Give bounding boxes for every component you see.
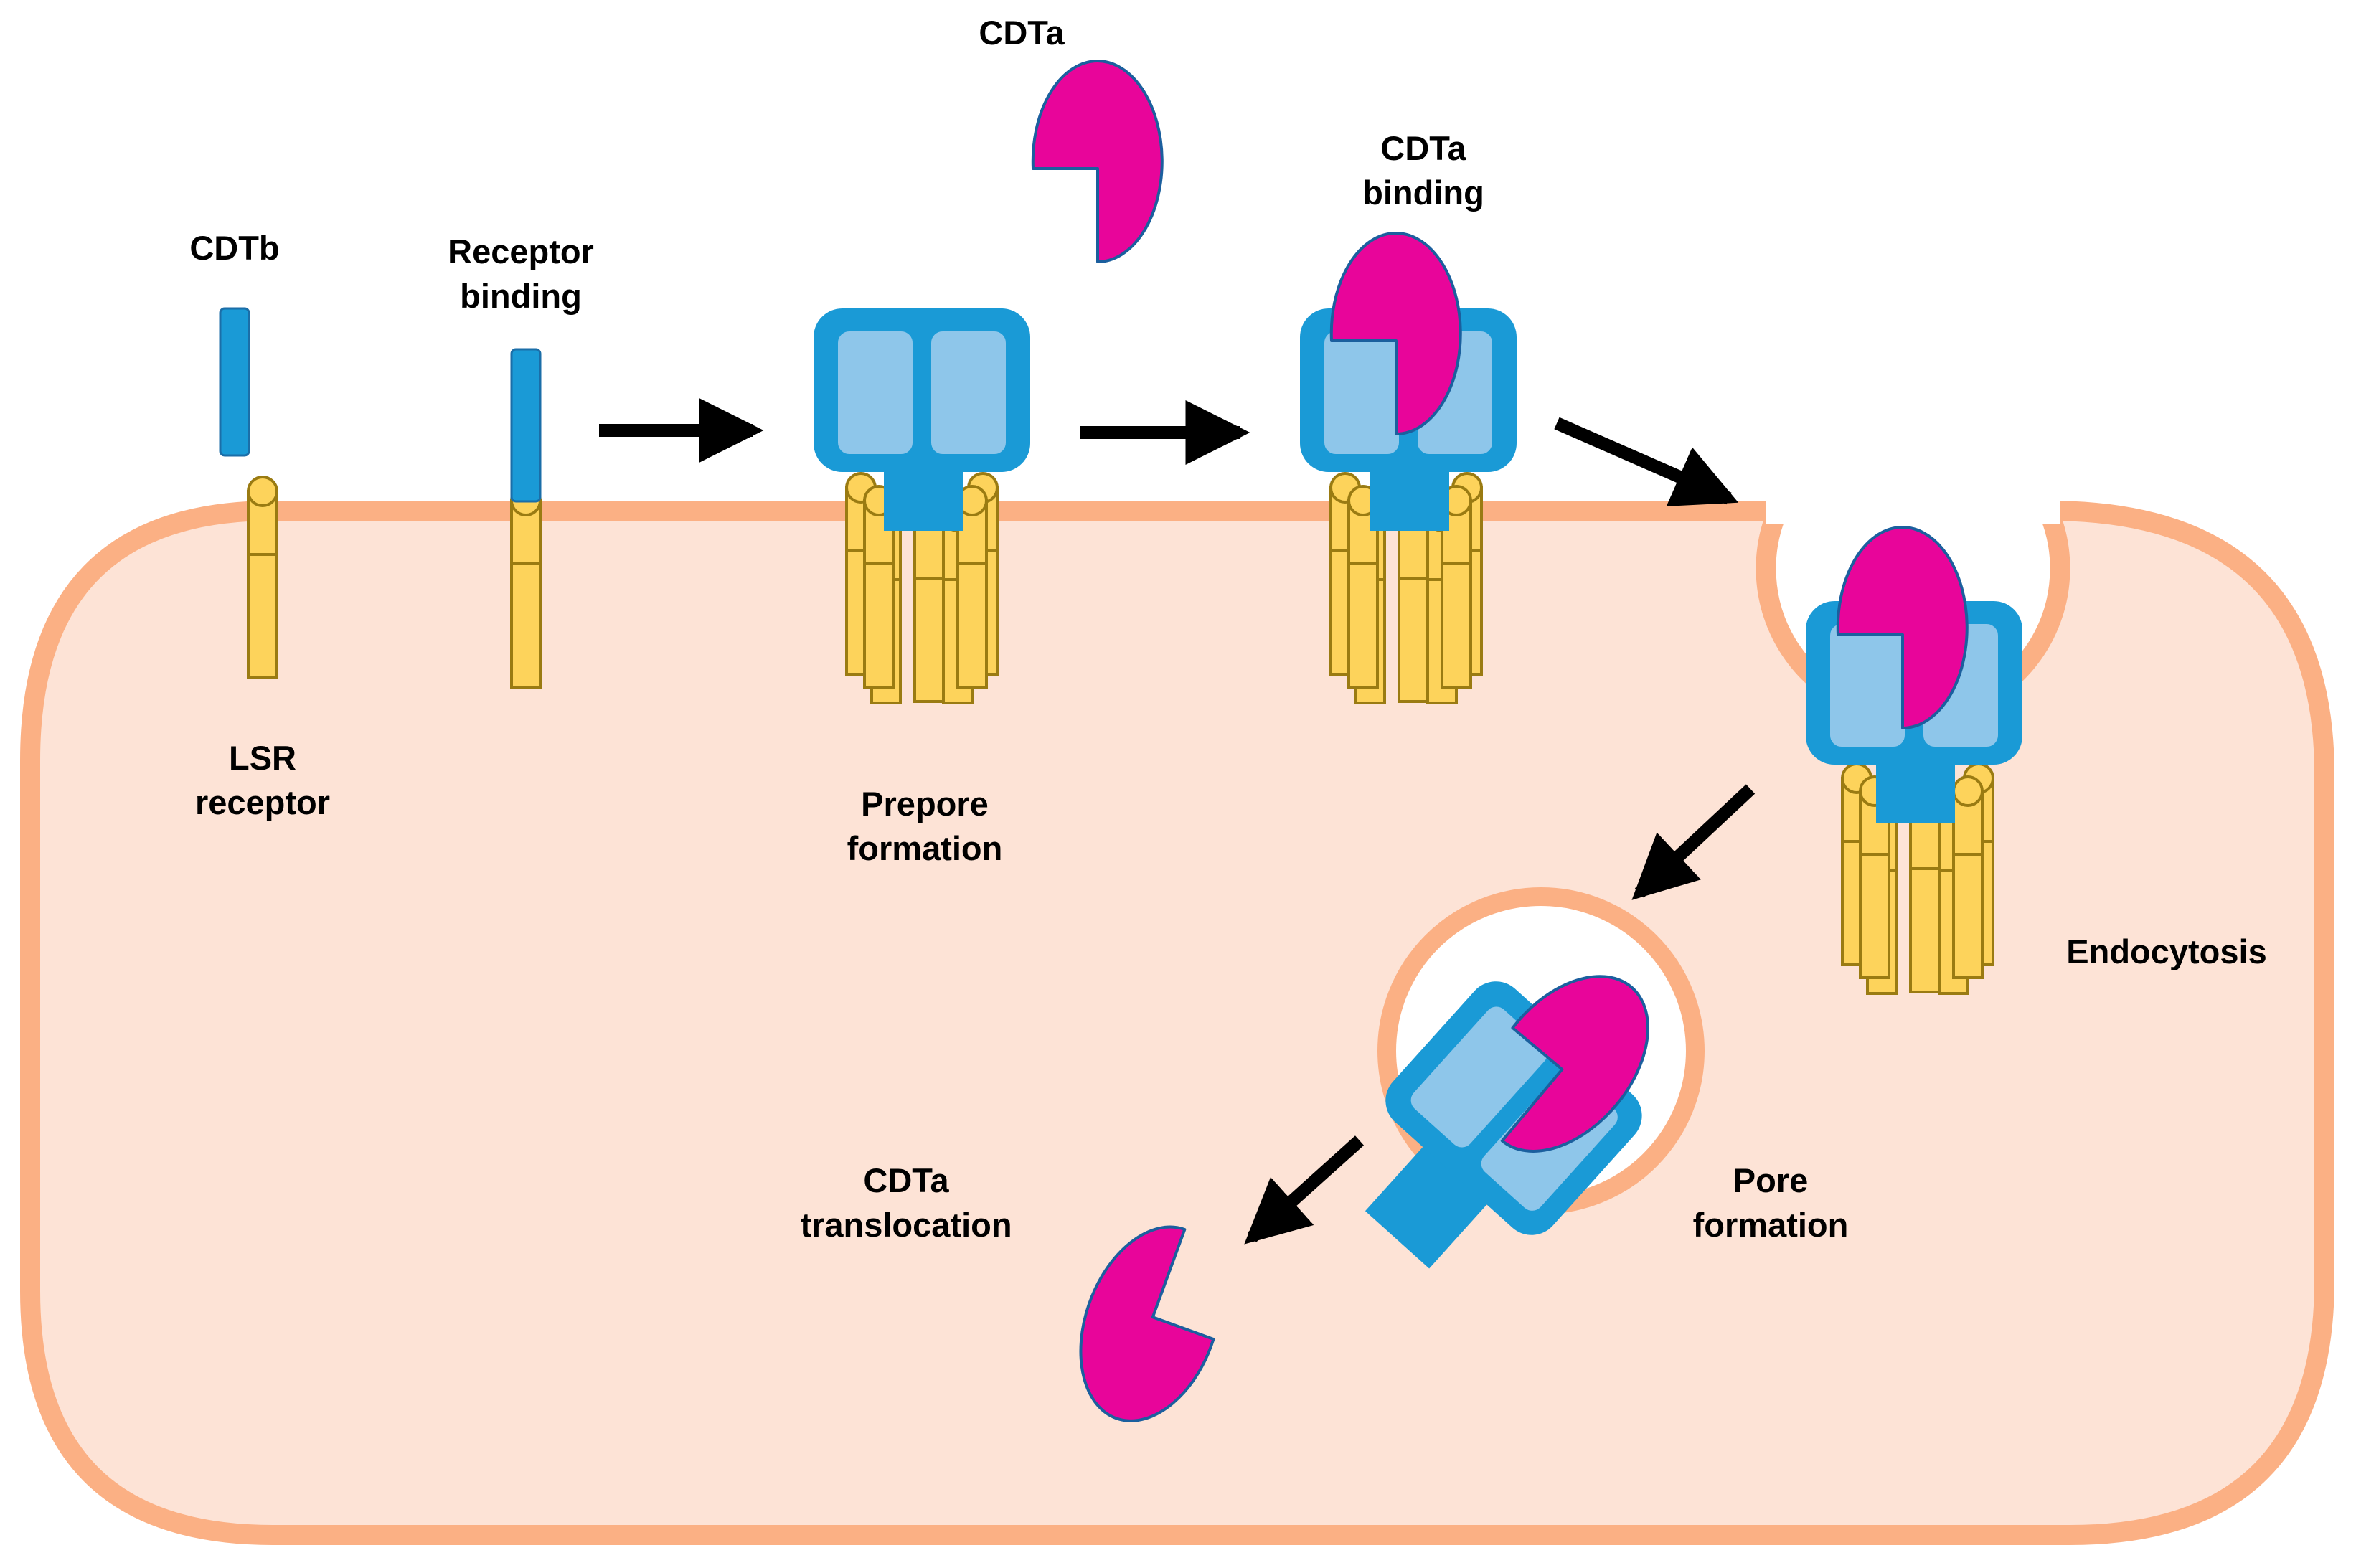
prepore-complex: [812, 307, 1032, 703]
label-prepore-1: Prepore: [861, 785, 989, 823]
label-translocation-1: CDTa: [863, 1161, 949, 1199]
label-cdtb: CDTb: [189, 229, 279, 267]
label-receptor-binding-1: Receptor: [448, 232, 594, 270]
label-lsr-receptor-2: receptor: [195, 783, 330, 821]
arrow-to-endocytosis: [1554, 417, 1739, 506]
label-translocation-2: translocation: [800, 1206, 1012, 1244]
label-pore-formation-2: formation: [1693, 1206, 1849, 1244]
cdtb-monomer: [219, 307, 250, 457]
cdta-free: [1031, 60, 1164, 264]
arrow-to-translocation: [1244, 1135, 1365, 1245]
label-receptor-binding-2: binding: [460, 277, 582, 315]
label-endocytosis: Endocytosis: [2066, 932, 2266, 970]
receptor-bound-cdtb: [510, 348, 542, 689]
label-cdta-binding-2: binding: [1362, 174, 1484, 212]
label-pore-formation-1: Pore: [1733, 1161, 1809, 1199]
label-lsr-receptor-1: LSR: [229, 739, 296, 777]
arrow-to-pore: [1631, 784, 1756, 900]
label-prepore-2: formation: [847, 829, 1003, 867]
label-cdta-binding-1: CDTa: [1380, 129, 1466, 167]
cell-membrane: [20, 495, 2334, 1545]
lsr-receptor: [247, 476, 278, 679]
label-cdta: CDTa: [979, 14, 1065, 52]
